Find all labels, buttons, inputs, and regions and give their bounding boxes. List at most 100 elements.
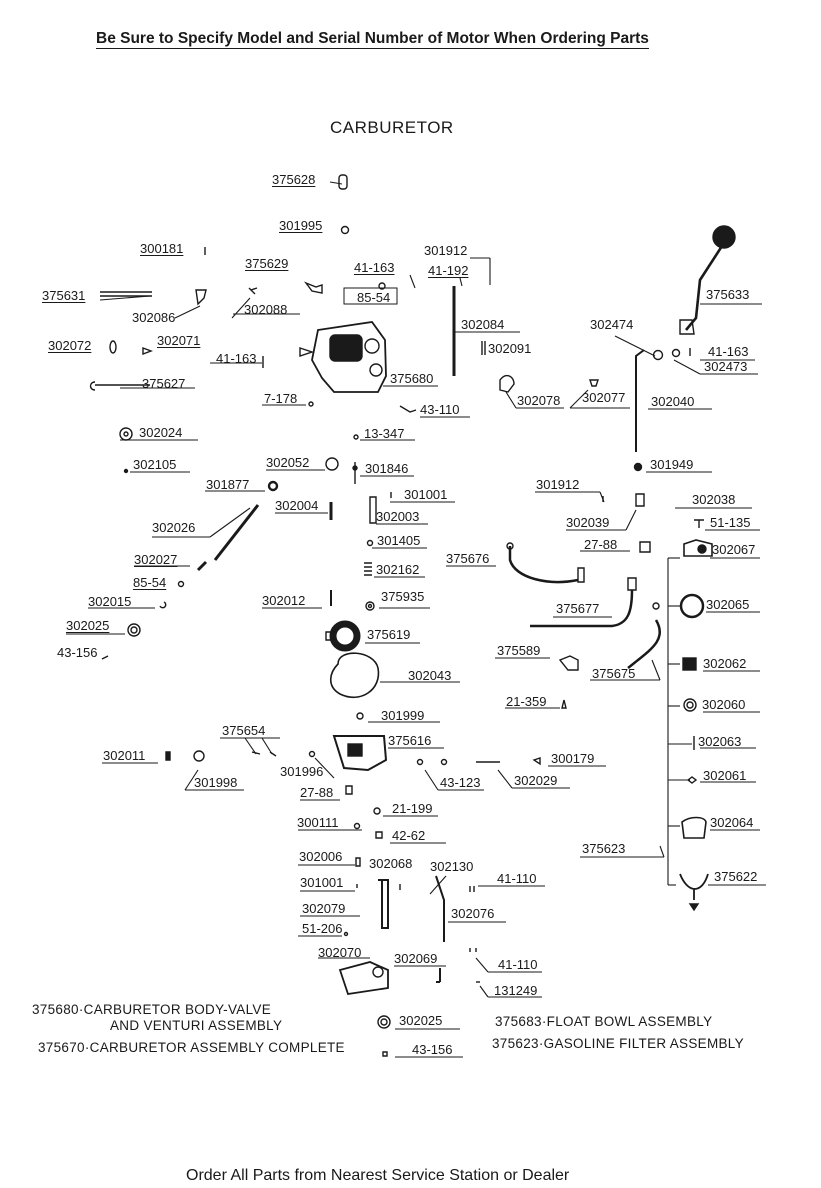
part-number-label: 21-359 xyxy=(506,694,547,709)
part-number-label: 85-54 xyxy=(357,290,391,305)
part-number-label: 375619 xyxy=(367,627,411,642)
part-number-label: 302029 xyxy=(514,773,558,788)
part-number-label: 302063 xyxy=(698,734,742,749)
part-number-label: 51-135 xyxy=(710,515,751,530)
assembly-caption: AND VENTURI ASSEMBLY xyxy=(110,1018,283,1033)
part-number-label: 302473 xyxy=(704,359,748,374)
part-number-label: 41-110 xyxy=(497,871,537,886)
part-number-label: 375623 xyxy=(582,841,626,856)
part-number-label: 302027 xyxy=(134,552,178,567)
part-number-label: 302025 xyxy=(399,1013,443,1028)
footer-note: Order All Parts from Nearest Service Sta… xyxy=(186,1167,570,1184)
assembly-caption: 375670·CARBURETOR ASSEMBLY COMPLETE xyxy=(38,1040,345,1055)
part-number-label: 302079 xyxy=(302,901,346,916)
part-number-label: 302060 xyxy=(702,697,746,712)
part-number-label: 302064 xyxy=(710,815,754,830)
part-number-label: 13-347 xyxy=(364,426,405,441)
part-number-label: 302091 xyxy=(488,341,532,356)
part-number-label: 302039 xyxy=(566,515,610,530)
part-number-label: 302088 xyxy=(244,302,288,317)
part-number-label: 375629 xyxy=(245,256,289,271)
part-number-label: 375628 xyxy=(272,172,316,187)
assembly-caption: 375680·CARBURETOR BODY-VALVE xyxy=(32,1002,271,1017)
part-number-label: 375631 xyxy=(42,288,86,303)
part-number-label: 302038 xyxy=(692,492,736,507)
part-number-label: 302012 xyxy=(262,593,306,608)
part-number-label: 302015 xyxy=(88,594,132,609)
leader-line xyxy=(329,181,343,185)
assembly-caption: 375683·FLOAT BOWL ASSEMBLY xyxy=(495,1014,713,1029)
part-number-label: 302162 xyxy=(376,562,420,577)
part-number-label: 375675 xyxy=(592,666,636,681)
part-number-label: 375935 xyxy=(381,589,425,604)
part-number-label: 27-88 xyxy=(300,785,334,800)
part-number-label: 302067 xyxy=(712,542,756,557)
part-number-label: 302076 xyxy=(451,906,495,921)
part-number-label: 302004 xyxy=(275,498,319,513)
part-number-label: 51-206 xyxy=(302,921,343,936)
part-number-label: 375627 xyxy=(142,376,186,391)
part-number-label: 302006 xyxy=(299,849,343,864)
assembly-caption: 375623·GASOLINE FILTER ASSEMBLY xyxy=(492,1036,744,1051)
part-number-label: 301912 xyxy=(536,477,580,492)
part-number-label: 41-163 xyxy=(216,351,257,366)
part-number-label: 302025 xyxy=(66,618,110,633)
part-number-label: 302071 xyxy=(157,333,201,348)
part-number-label: 302086 xyxy=(132,310,176,325)
part-number-label: 302040 xyxy=(651,394,695,409)
part-number-label: 41-110 xyxy=(498,957,538,972)
part-number-label: 375676 xyxy=(446,551,490,566)
part-number-label: 375622 xyxy=(714,869,758,884)
part-number-label: 300111 xyxy=(297,815,339,830)
part-number-label: 375589 xyxy=(497,643,541,658)
part-number-label: 41-163 xyxy=(708,344,749,359)
part-number-label: 302061 xyxy=(703,768,747,783)
part-number-label: 21-199 xyxy=(392,801,433,816)
part-number-label: 131249 xyxy=(494,983,538,998)
part-number-label: 43-156 xyxy=(57,645,98,660)
part-number-label: 27-88 xyxy=(584,537,618,552)
part-number-label: 302070 xyxy=(318,945,362,960)
part-number-label: 41-163 xyxy=(354,260,395,275)
part-number-label: 302024 xyxy=(139,425,183,440)
part-number-label: 302084 xyxy=(461,317,505,332)
part-number-label: 85-54 xyxy=(133,575,167,590)
part-number-label: 301999 xyxy=(381,708,425,723)
part-number-label: 302069 xyxy=(394,951,438,966)
part-number-label: 302003 xyxy=(376,509,420,524)
part-number-label: 302011 xyxy=(103,748,146,763)
part-number-label: 7-178 xyxy=(264,391,298,406)
part-number-label: 300179 xyxy=(551,751,595,766)
part-number-label: 302068 xyxy=(369,856,413,871)
part-number-label: 301912 xyxy=(424,243,468,258)
part-number-label: 301998 xyxy=(194,775,238,790)
part-number-label: 43-123 xyxy=(440,775,481,790)
part-number-label: 300181 xyxy=(140,241,184,256)
part-number-label: 302052 xyxy=(266,455,310,470)
part-number-label: 301877 xyxy=(206,477,250,492)
part-number-label: 302474 xyxy=(590,317,634,332)
part-number-label: 375633 xyxy=(706,287,750,302)
part-number-label: 375654 xyxy=(222,723,266,738)
part-number-label: 302062 xyxy=(703,656,747,671)
part-number-label: 302078 xyxy=(517,393,561,408)
part-number-label: 43-110 xyxy=(420,402,460,417)
part-number-label: 302065 xyxy=(706,597,750,612)
part-number-label: 301996 xyxy=(280,764,324,779)
part-number-label: 301001 xyxy=(300,875,344,890)
part-number-label: 375616 xyxy=(388,733,432,748)
part-number-label: 301995 xyxy=(279,218,323,233)
part-number-label: 301001 xyxy=(404,487,448,502)
part-number-label: 301949 xyxy=(650,457,694,472)
part-number-label: 301846 xyxy=(365,461,409,476)
part-number-label: 302130 xyxy=(430,859,474,874)
part-number-label: 302026 xyxy=(152,520,196,535)
part-number-label: 302043 xyxy=(408,668,452,683)
part-number-label: 302105 xyxy=(133,457,177,472)
part-number-label: 375677 xyxy=(556,601,600,616)
part-number-label: 302077 xyxy=(582,390,626,405)
part-number-label: 41-192 xyxy=(428,263,469,278)
part-number-label: 375680 xyxy=(390,371,434,386)
part-number-label: 302072 xyxy=(48,338,92,353)
